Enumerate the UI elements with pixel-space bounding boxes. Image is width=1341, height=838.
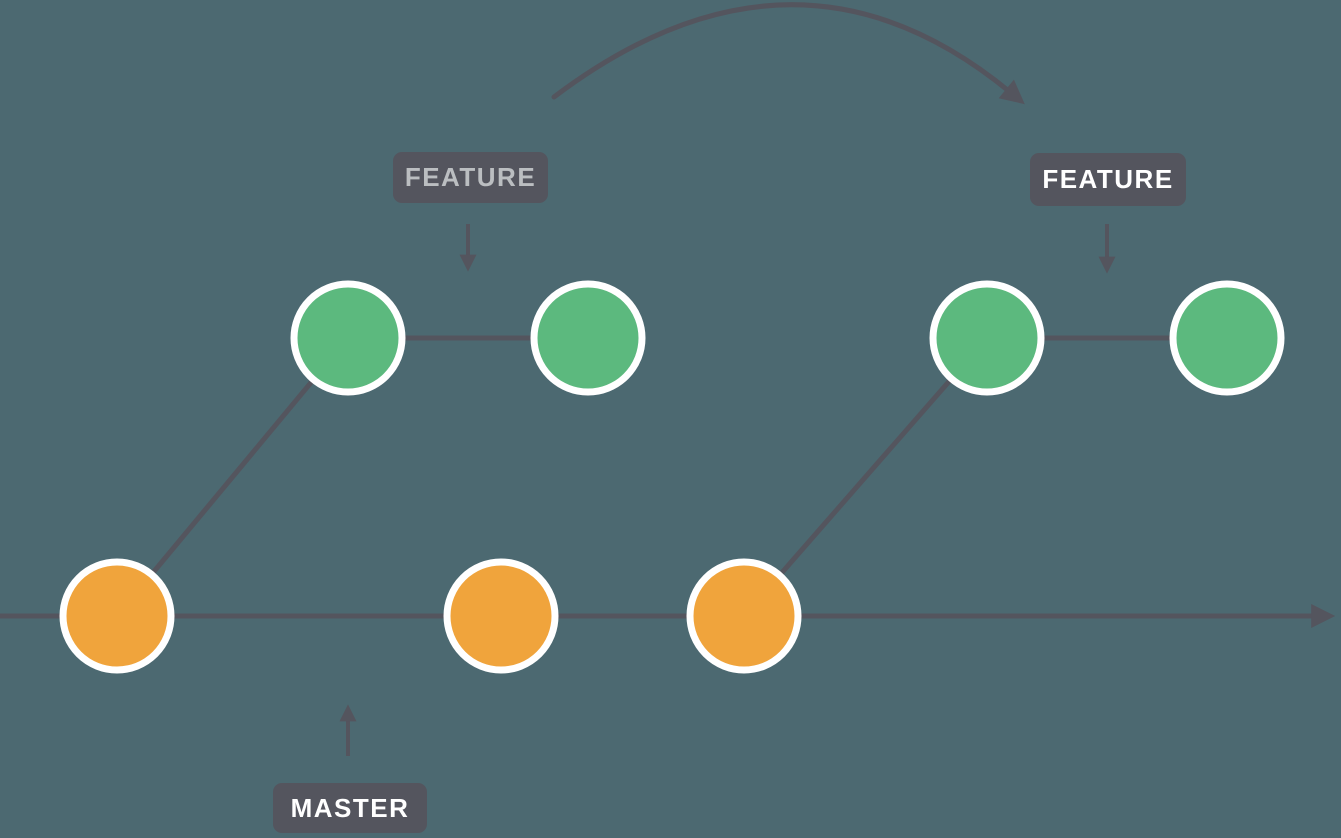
feature2-commit-node-2 bbox=[1169, 280, 1285, 396]
feature2-fork-line bbox=[742, 336, 989, 618]
feature-left-label-badge: FEATURE bbox=[393, 152, 548, 203]
feature1-fork-line bbox=[115, 336, 350, 618]
feature1-commit-node-1 bbox=[290, 280, 406, 396]
master-commit-node-1 bbox=[59, 558, 175, 674]
feature2-commit-node-1 bbox=[929, 280, 1045, 396]
master-commit-node-2 bbox=[443, 558, 559, 674]
feature1-commit-node-2 bbox=[530, 280, 646, 396]
feature-right-label-badge: FEATURE bbox=[1030, 153, 1186, 206]
master-commit-node-3 bbox=[686, 558, 802, 674]
master-label-badge: MASTER bbox=[273, 783, 427, 833]
feature-to-feature-curved-arrow bbox=[551, 2, 1025, 105]
